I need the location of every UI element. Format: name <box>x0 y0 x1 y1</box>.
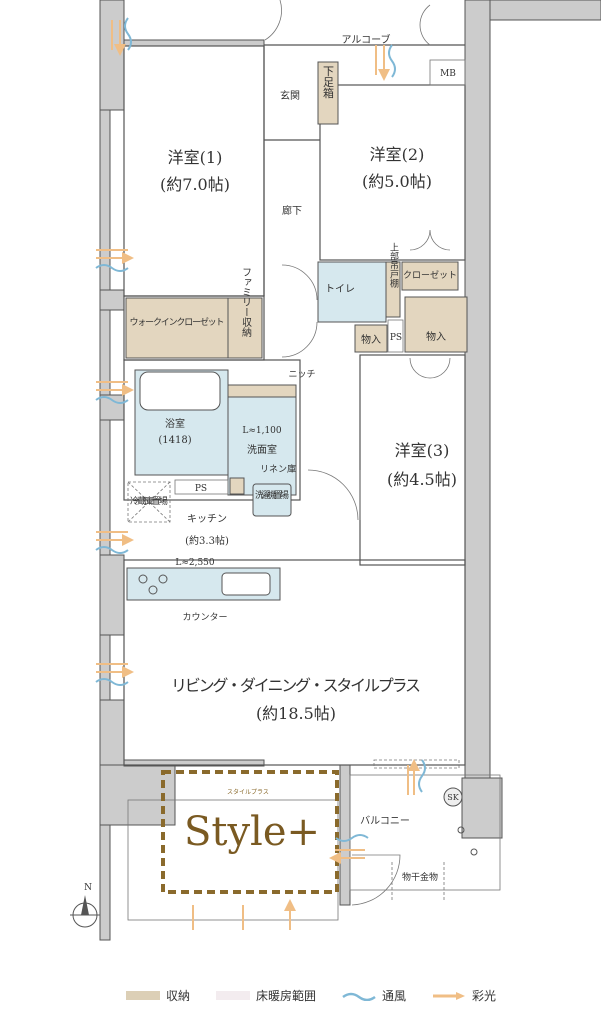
washer-label: 洗濯機置場 <box>255 489 289 501</box>
walkin-closet-label: ウォークインクローゼット <box>130 316 225 328</box>
western1-name: 洋室(1) <box>168 148 223 167</box>
walkin-closet <box>125 297 229 359</box>
western3-size: (約4.5帖) <box>387 470 457 489</box>
storage-label: 物入 <box>426 330 446 343</box>
light-ventilation-icons <box>95 17 426 930</box>
legend-storage: 収納 <box>126 987 190 1004</box>
family-storage <box>227 297 263 359</box>
floor-heating-swatch <box>216 991 251 1000</box>
arrow-icon <box>433 991 466 1000</box>
kitchen-name: キッチン <box>187 513 227 525</box>
storage <box>404 296 468 353</box>
shoe-cabinet-label: 下足箱 <box>322 66 335 100</box>
legend-ventilation: 通風 <box>342 987 406 1004</box>
style-plus-kana: スタイルプラス <box>227 788 269 796</box>
legend-label: 床暖房範囲 <box>256 989 317 1003</box>
legend-label: 通風 <box>382 989 407 1003</box>
compass-north-label: N <box>84 883 92 893</box>
sk-sink <box>443 787 463 807</box>
fridge-space <box>127 481 171 523</box>
storage-small <box>354 324 388 353</box>
ldk-size: (約18.5帖) <box>256 704 336 723</box>
bathroom-name: 浴室 <box>165 417 185 430</box>
mb-label: MB <box>440 69 456 79</box>
fridge-label: 冷蔵庫置場 <box>130 495 168 507</box>
western2-size: (約5.0帖) <box>362 172 432 191</box>
storage-small-label: 物入 <box>361 333 381 346</box>
sk-label: SK <box>447 793 459 802</box>
ps-lower <box>174 479 229 495</box>
closet <box>401 261 459 291</box>
legend-light: 彩光 <box>432 987 496 1004</box>
western2-name: 洋室(2) <box>370 145 425 164</box>
linen-label: リネン庫 <box>260 463 296 475</box>
legend-label: 収納 <box>166 989 191 1003</box>
bathtub <box>139 371 221 411</box>
ps-lower-label: PS <box>195 484 207 494</box>
drying-label: 物干金物 <box>402 871 438 883</box>
corridor-label: 廊下 <box>282 204 302 217</box>
balcony-label: バルコニー <box>360 815 410 827</box>
stove-icon <box>138 574 168 595</box>
mb-box <box>429 59 466 86</box>
toilet-label: トイレ <box>325 284 355 295</box>
interior-walls <box>123 0 501 921</box>
toilet-area <box>317 261 387 323</box>
family-storage-label: ファミリー収納 <box>240 267 252 338</box>
upper-cabinet <box>385 261 401 318</box>
western3-name: 洋室(3) <box>395 441 450 460</box>
bathroom-size: (1418) <box>158 435 191 446</box>
ldk-name: リビング・ダイニング・スタイルプラス <box>171 676 421 695</box>
legend-label: 彩光 <box>472 989 497 1003</box>
wave-icon <box>342 992 376 1001</box>
shelf <box>227 384 297 398</box>
storage-swatch <box>126 991 160 1000</box>
western1-size: (約7.0帖) <box>160 175 230 194</box>
sink-icon <box>221 572 271 596</box>
washroom-name: 洗面室 <box>247 443 277 456</box>
closet-label: クローゼット <box>403 269 457 281</box>
style-plus-logo: Style+ <box>184 809 320 855</box>
kitchen-length: L≈2,550 <box>175 558 215 568</box>
shoe-cabinet <box>317 61 339 125</box>
entrance-label: 玄関 <box>280 89 300 102</box>
style-plus-area <box>161 770 339 894</box>
upper-cabinet-label: 上部吊戸棚 <box>388 242 399 288</box>
legend-floor-heating: 床暖房範囲 <box>216 987 316 1004</box>
washer-space <box>252 483 292 517</box>
legend: 収納 床暖房範囲 通風 彩光 <box>126 987 522 1004</box>
outer-walls <box>99 0 601 941</box>
niche-label: ニッチ <box>288 369 315 380</box>
linen-storage <box>229 477 245 495</box>
counter-label: カウンター <box>182 612 227 623</box>
kitchen-size: (約3.3帖) <box>185 534 229 547</box>
ps-upper-label: PS <box>390 333 402 343</box>
ps-upper <box>387 319 404 353</box>
compass-icon: N <box>70 883 100 928</box>
alcove-label: アルコーブ <box>341 33 390 46</box>
washroom-length: L≈1,100 <box>242 426 282 436</box>
